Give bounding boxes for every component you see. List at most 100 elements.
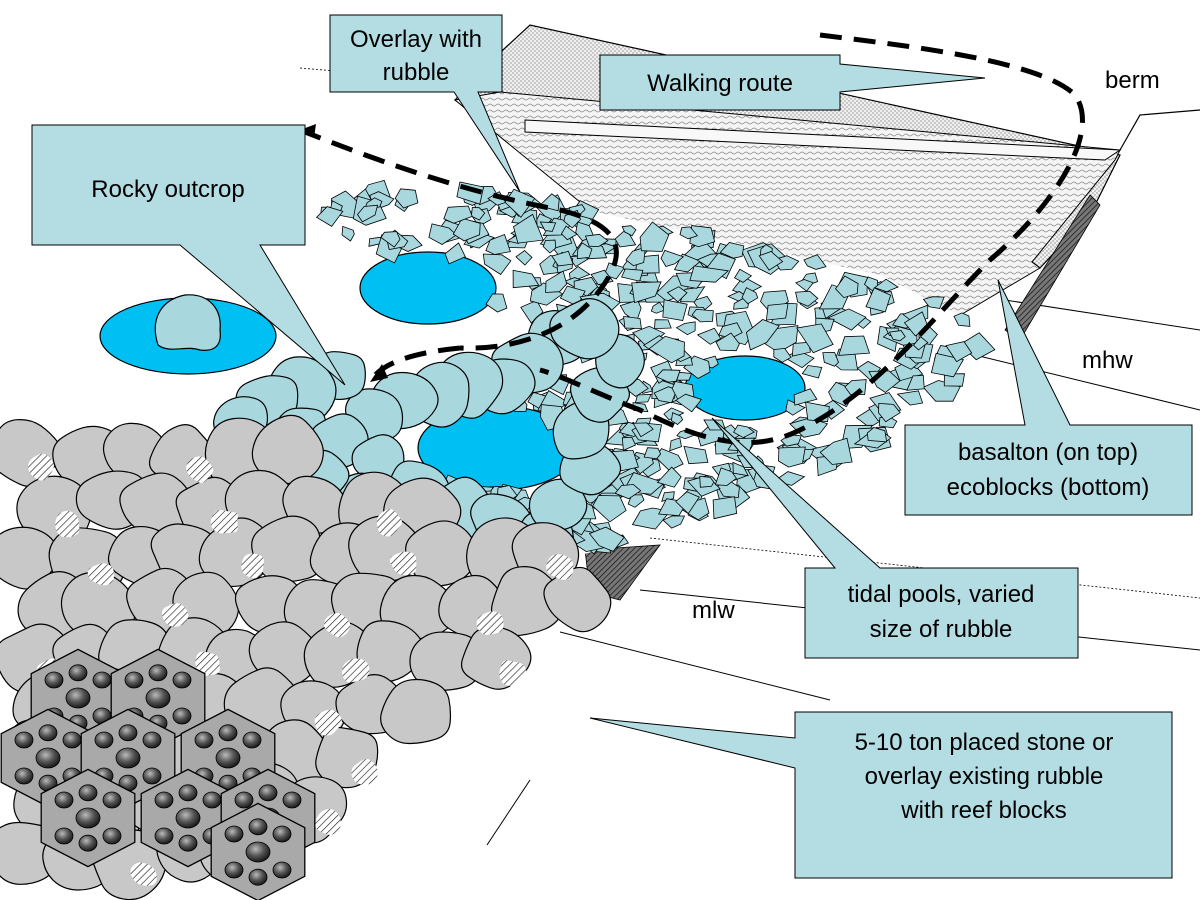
rubble-shard (485, 293, 508, 313)
rubble-shard (795, 279, 814, 292)
callout-basalton: basalton (on top) ecoblocks (bottom) (904, 279, 1193, 516)
rubble-shard (803, 254, 827, 270)
reef-block-hole (54, 827, 74, 845)
reef-block-hole (224, 861, 244, 879)
reefblock-layer (0, 648, 316, 900)
rubble-shard (714, 467, 737, 486)
rubble-shard (631, 281, 662, 304)
rubble-shard (560, 225, 578, 241)
rubble-shard (959, 332, 996, 361)
rubble-shard (621, 268, 644, 282)
reef-block-hole (65, 687, 91, 709)
reef-block-hole (124, 671, 144, 689)
rubble-shard (614, 484, 642, 500)
rubble-shard (380, 231, 401, 248)
reef-block-hole (142, 767, 162, 785)
reef-block-hole (35, 747, 61, 769)
label-rocky-outcrop: Rocky outcrop (91, 176, 244, 203)
callout-placed-stone: 5-10 ton placed stone or overlay existin… (589, 711, 1173, 879)
rubble-shard (733, 424, 755, 439)
callout-walking-route: Walking route (599, 54, 986, 111)
rubble-shard (357, 204, 379, 223)
label-berm: berm (1105, 67, 1160, 94)
rubble-shard (912, 336, 929, 351)
rubble-shard (654, 448, 684, 472)
boulder-shadow (376, 508, 402, 537)
reef-block-hole (272, 825, 292, 843)
rubble-shard (631, 325, 666, 349)
rubble-shard (539, 221, 557, 232)
reef-block-hole (242, 731, 262, 749)
rubble-shard (696, 327, 722, 345)
pool-rock (154, 294, 221, 351)
boulder-shadow (476, 611, 504, 635)
rubble-shard (542, 239, 557, 254)
boulder-shadow (186, 456, 214, 484)
rubble-shard (715, 332, 740, 352)
rubble-shard (444, 242, 466, 265)
reef-block-hole (178, 834, 198, 852)
rubble-shard (621, 225, 637, 237)
route-arrowhead-icon (370, 364, 388, 382)
rubble-shard (773, 347, 792, 363)
rubble-shard (485, 233, 511, 255)
label-overlay-rubble-2: rubble (383, 59, 450, 86)
boulder-shadow (546, 554, 574, 580)
reef-block-hole (14, 731, 34, 749)
route-arrowhead-icon (300, 124, 316, 138)
rubble-shard (512, 269, 540, 289)
rubble-shard (945, 341, 973, 363)
rubble-shard (689, 265, 730, 283)
rubble-shard (834, 275, 859, 299)
berm-lip (524, 119, 1122, 161)
rubble-shard (632, 422, 654, 438)
rubble-shard (394, 188, 419, 209)
rubble-shard (691, 308, 714, 323)
rubble-shard (654, 319, 672, 330)
rubble-shard (896, 390, 924, 406)
rubble-shard (796, 323, 834, 354)
boulder-shadow (341, 658, 370, 683)
tidal-pool (359, 251, 497, 325)
boulder-shadow (130, 862, 157, 886)
reef-block-hole (145, 687, 171, 709)
rubble-shard (428, 223, 458, 245)
rubble-shard (545, 270, 568, 293)
reef-block-hole (148, 664, 168, 682)
rubble-shard (515, 249, 533, 266)
rubble-shard (648, 335, 685, 364)
reef-block-hole (178, 784, 198, 802)
rubble-shard (504, 188, 536, 218)
label-placed-stone-3: with reef blocks (900, 797, 1066, 824)
rubble-shard (692, 295, 713, 314)
rubble-shard (662, 515, 686, 529)
rubble-shard (315, 206, 344, 227)
seabed-line (486, 779, 531, 846)
rubble-shard (533, 213, 553, 229)
reef-block-hole (44, 671, 64, 689)
grey-boulder (409, 631, 484, 691)
rubble-shard (679, 226, 699, 240)
rubble-shard (822, 352, 839, 367)
label-mlw: mlw (692, 597, 735, 624)
rubble-shard (655, 369, 681, 383)
rubble-shard (866, 427, 888, 443)
boulder-shadow (241, 553, 265, 579)
rubble-shard (627, 494, 645, 508)
label-overlay-rubble-1: Overlay with (350, 26, 482, 53)
reef-block-hole (215, 747, 241, 769)
rubble-shard (675, 321, 696, 336)
rubble-shard (683, 445, 709, 465)
rubble-shard (470, 207, 486, 221)
reef-block-hole (175, 807, 201, 829)
callout-overlay-rubble: Overlay with rubble (329, 14, 521, 193)
tidal-pools (99, 251, 806, 491)
rubble-shard (712, 496, 738, 520)
rubble-shard (551, 250, 574, 267)
boulder-shadow (210, 509, 238, 534)
rubble-shard (719, 242, 745, 259)
reef-block-hole (224, 825, 244, 843)
boulder-shadow (389, 551, 417, 575)
reef-block-hole (245, 841, 271, 863)
